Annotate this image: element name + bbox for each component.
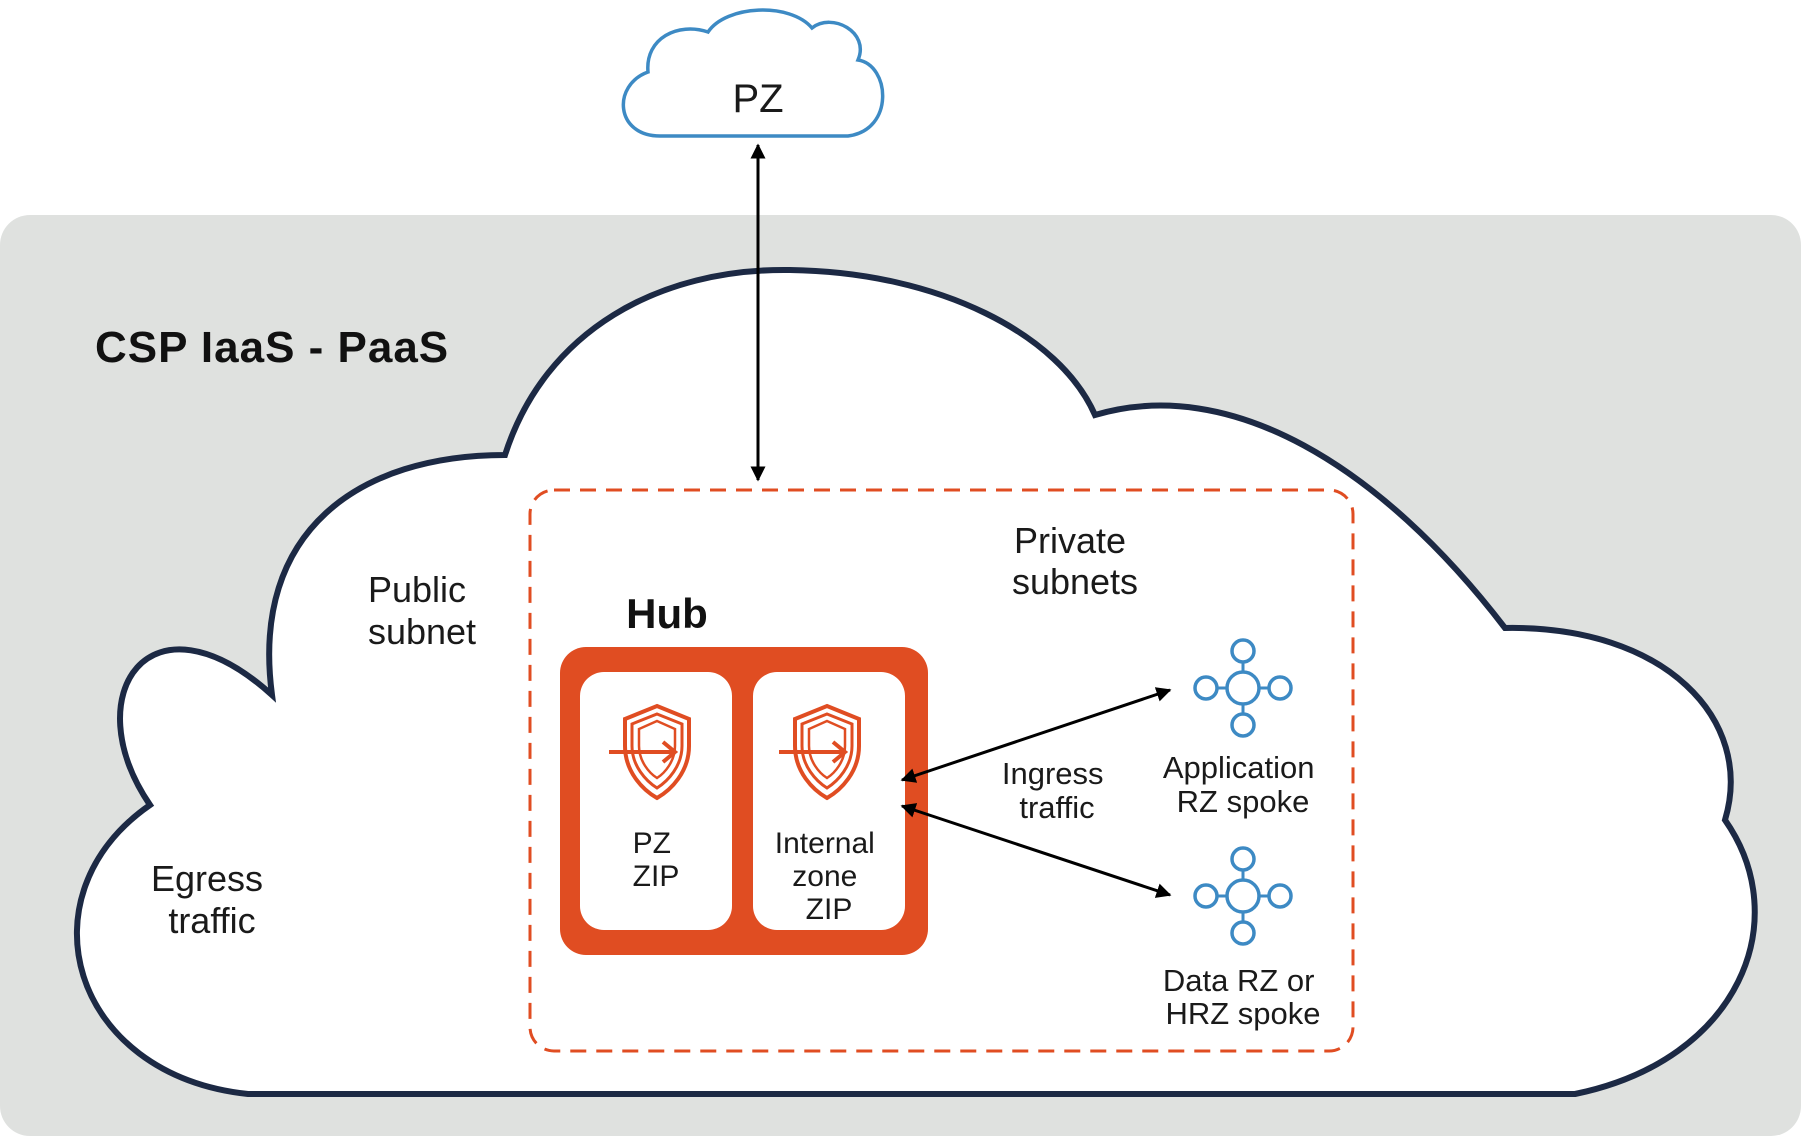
public-subnet-line-2: subnet bbox=[368, 611, 476, 652]
internal-zone-line-2: zone bbox=[792, 860, 857, 893]
internal-zone-zip-label: Internal zone ZIP bbox=[775, 827, 883, 926]
application-rz-spoke-label: Application RZ spoke bbox=[1163, 750, 1323, 819]
private-subnets-line-1: Private bbox=[1014, 520, 1126, 561]
ingress-arrow-data bbox=[900, 803, 1172, 898]
ingress-traffic-label: Ingress traffic bbox=[1002, 756, 1112, 825]
pz-zip-label: PZ ZIP bbox=[633, 827, 680, 893]
data-spoke-line-1: Data RZ or bbox=[1163, 963, 1315, 998]
ingress-arrow-application bbox=[900, 687, 1172, 783]
private-subnets-line-2: subnets bbox=[1012, 561, 1138, 602]
application-spoke-line-2: RZ spoke bbox=[1177, 784, 1310, 819]
ingress-line-1: Ingress bbox=[1002, 756, 1104, 791]
egress-line-1: Egress bbox=[151, 858, 263, 899]
csp-title: CSP IaaS - PaaS bbox=[95, 323, 449, 372]
external-pz-cloud bbox=[621, 8, 885, 138]
data-spoke-line-2: HRZ spoke bbox=[1165, 996, 1320, 1031]
internal-zone-line-3: ZIP bbox=[806, 893, 853, 926]
internal-zone-zip-card bbox=[753, 672, 905, 930]
hub-title: Hub bbox=[626, 590, 708, 637]
ingress-line-2: traffic bbox=[1019, 790, 1094, 825]
egress-traffic-label: Egress traffic bbox=[151, 858, 273, 941]
internal-zone-line-1: Internal bbox=[775, 827, 875, 860]
external-pz-label: PZ bbox=[732, 77, 783, 121]
egress-line-2: traffic bbox=[168, 900, 255, 941]
data-rz-spoke-label: Data RZ or HRZ spoke bbox=[1163, 963, 1323, 1031]
private-subnets-boundary bbox=[528, 488, 1355, 1053]
public-subnet-line-1: Public bbox=[368, 569, 466, 610]
pz-zip-line-1: PZ bbox=[633, 827, 671, 860]
public-subnet-label: Public subnet bbox=[368, 569, 476, 652]
pz-zip-card bbox=[580, 672, 732, 930]
pz-zip-line-2: ZIP bbox=[633, 860, 680, 893]
application-spoke-line-1: Application bbox=[1163, 750, 1315, 785]
private-subnets-label: Private subnets bbox=[1012, 520, 1138, 602]
